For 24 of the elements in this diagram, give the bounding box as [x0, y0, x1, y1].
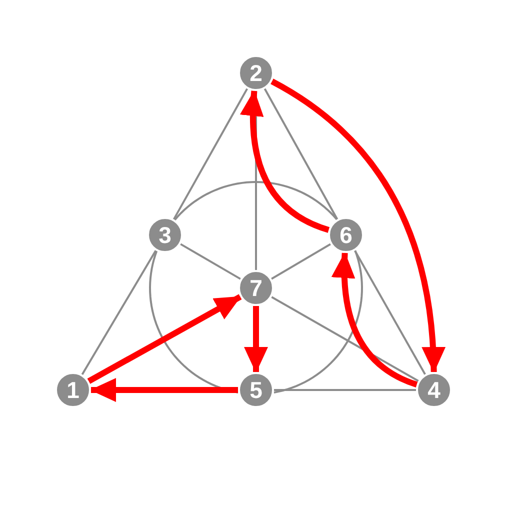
line — [81, 250, 157, 376]
number-circle: 1 — [55, 372, 91, 408]
line — [174, 181, 338, 221]
number-circle: 7 — [238, 270, 274, 306]
line — [354, 250, 426, 375]
line — [271, 243, 331, 280]
number-circle: 2 — [238, 55, 274, 91]
line — [172, 88, 248, 220]
arrow — [240, 90, 330, 233]
line — [271, 296, 419, 382]
number-circle: 3 — [147, 217, 183, 253]
line — [274, 250, 363, 394]
number-circle: 4 — [416, 372, 452, 408]
line — [274, 389, 416, 391]
line — [149, 250, 238, 394]
number-circle: 6 — [328, 217, 364, 253]
arrow — [87, 294, 242, 384]
arrow — [332, 252, 418, 388]
line — [264, 88, 338, 220]
arrow — [270, 78, 445, 373]
number-circle: 5 — [238, 372, 274, 408]
arrow — [90, 378, 238, 402]
line — [180, 243, 241, 280]
arrow — [244, 306, 268, 373]
